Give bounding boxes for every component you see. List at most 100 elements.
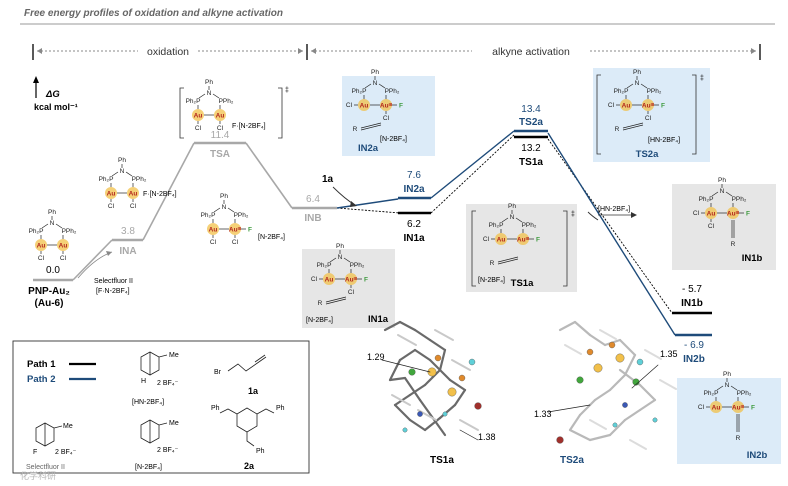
stick-bond <box>381 359 431 373</box>
bond <box>716 385 724 391</box>
gold-atom-halo <box>207 223 219 235</box>
n-me: Me <box>169 420 179 427</box>
fluorine-3d-atom <box>442 411 448 417</box>
in1b-box <box>672 184 776 270</box>
path1-connectors <box>336 134 673 314</box>
bromine-3d-atom <box>474 402 482 410</box>
gold-atom: Auᴵᴵᴵ <box>380 102 392 109</box>
selectfluor-bf4: 2 BF₄⁻ <box>55 449 77 456</box>
alkyne-r-group: R <box>615 126 620 133</box>
stick-bond <box>459 429 479 441</box>
nitrogen-label: N <box>510 214 515 221</box>
gold-atom-halo <box>127 187 139 199</box>
stick-bond <box>564 344 582 355</box>
nitrogen-label: N <box>725 382 730 389</box>
stick-bond <box>398 320 417 332</box>
stick-bond <box>568 428 592 442</box>
name-ina: INA <box>119 246 136 257</box>
value-ina: 3.8 <box>121 226 135 237</box>
chloride: Cl <box>311 276 318 283</box>
structure-label-in1a: IN1a <box>368 314 389 325</box>
value-in1b: - 5.7 <box>682 284 702 295</box>
stick-bond <box>631 364 659 389</box>
chloride: Cl <box>130 203 137 210</box>
ts1a-box <box>466 204 577 292</box>
legend-1a: 1a <box>248 386 259 396</box>
ts1a-dagger: ‡ <box>571 211 575 218</box>
stick-bond <box>547 404 591 413</box>
gold-atom: Au <box>107 190 116 197</box>
stick-bond <box>623 353 637 377</box>
ts2a-hn2bf4: [HN-2BF₄] <box>648 137 680 144</box>
in2a-n2bf4: [N-2BF₄] <box>380 136 407 143</box>
bond <box>515 217 523 223</box>
gold-atom: Auᴵᴵᴵ <box>517 236 529 243</box>
hn-bf4: 2 BF₄⁻ <box>157 380 179 387</box>
nitrogen-label: N <box>120 168 125 175</box>
phosphine-right: PPh₂ <box>350 262 365 269</box>
value-tsa: 11.4 <box>211 130 230 141</box>
gold-atom: Au <box>497 236 506 243</box>
phosphorus-3d-atom <box>458 374 466 382</box>
gold-atom: Au <box>360 102 369 109</box>
stick-bond <box>408 418 427 432</box>
stick-bond <box>383 320 402 332</box>
fluoride: F <box>364 277 368 284</box>
stick-bond <box>638 398 657 412</box>
ts1a-n2bf4: [N-2BF₄] <box>478 277 505 284</box>
gold-atom: Auᴵᴵᴵ <box>642 102 654 109</box>
stick-bond <box>428 338 447 352</box>
fluoride: F <box>751 405 755 412</box>
selectfluor-label: Selectfluor II <box>94 278 133 285</box>
in2b-box <box>677 378 781 464</box>
phosphine-right: PPh₂ <box>647 88 662 95</box>
chloride: Cl <box>608 102 615 109</box>
fluoride: F <box>746 211 750 218</box>
name-inb: INB <box>304 213 321 224</box>
gold-atom: Au <box>712 404 721 411</box>
bond <box>198 93 206 99</box>
gold-atom: Au <box>209 226 218 233</box>
stick-bond <box>448 378 467 392</box>
selectfluor-cage-structure <box>35 422 63 447</box>
nitrogen-label: N <box>338 254 343 261</box>
chloride: Cl <box>693 210 700 217</box>
name-ts1a: TS1a <box>519 157 543 168</box>
gold-atom-halo <box>710 401 722 413</box>
gold-atom-halo <box>323 273 335 285</box>
chloride: Cl <box>60 255 67 262</box>
axis-arrowhead <box>33 76 39 83</box>
alkyne-r-group: R <box>736 435 741 442</box>
inb-n2bf4: [N-2BF₄] <box>258 234 285 241</box>
chlorine-3d-atom <box>408 368 416 376</box>
stick-bond <box>644 349 662 360</box>
ts2a-bracket <box>596 74 697 155</box>
name-in1b: IN1b <box>681 298 703 309</box>
alkyne-r-group: R <box>318 300 323 307</box>
gold-atom-halo <box>35 239 47 251</box>
bond <box>55 223 63 229</box>
value-pnp-au2: 0.0 <box>46 265 60 276</box>
name-in2a: IN2a <box>403 184 425 195</box>
stick-bond <box>434 329 454 341</box>
selectfluor-me: Me <box>63 423 73 430</box>
gray-profile-connectors <box>72 142 293 281</box>
distance-133: 1.33 <box>534 409 552 419</box>
gold-atom-halo <box>105 187 117 199</box>
nitrogen-3d-atom <box>417 411 423 417</box>
phosphine-right: PPh₂ <box>132 176 147 183</box>
gold-atom-halo <box>358 99 370 111</box>
gold-atom-halo <box>705 207 717 219</box>
in1a-box <box>302 249 395 328</box>
phosphine-left: Ph₂P <box>186 98 201 105</box>
chloride: Cl <box>708 223 715 230</box>
legend-2a: 2a <box>244 461 255 471</box>
n-bf4: 2 BF₄⁻ <box>157 447 179 454</box>
phosphine-right: PPh₂ <box>62 228 77 235</box>
arrowhead <box>298 48 303 54</box>
bond <box>497 258 519 265</box>
